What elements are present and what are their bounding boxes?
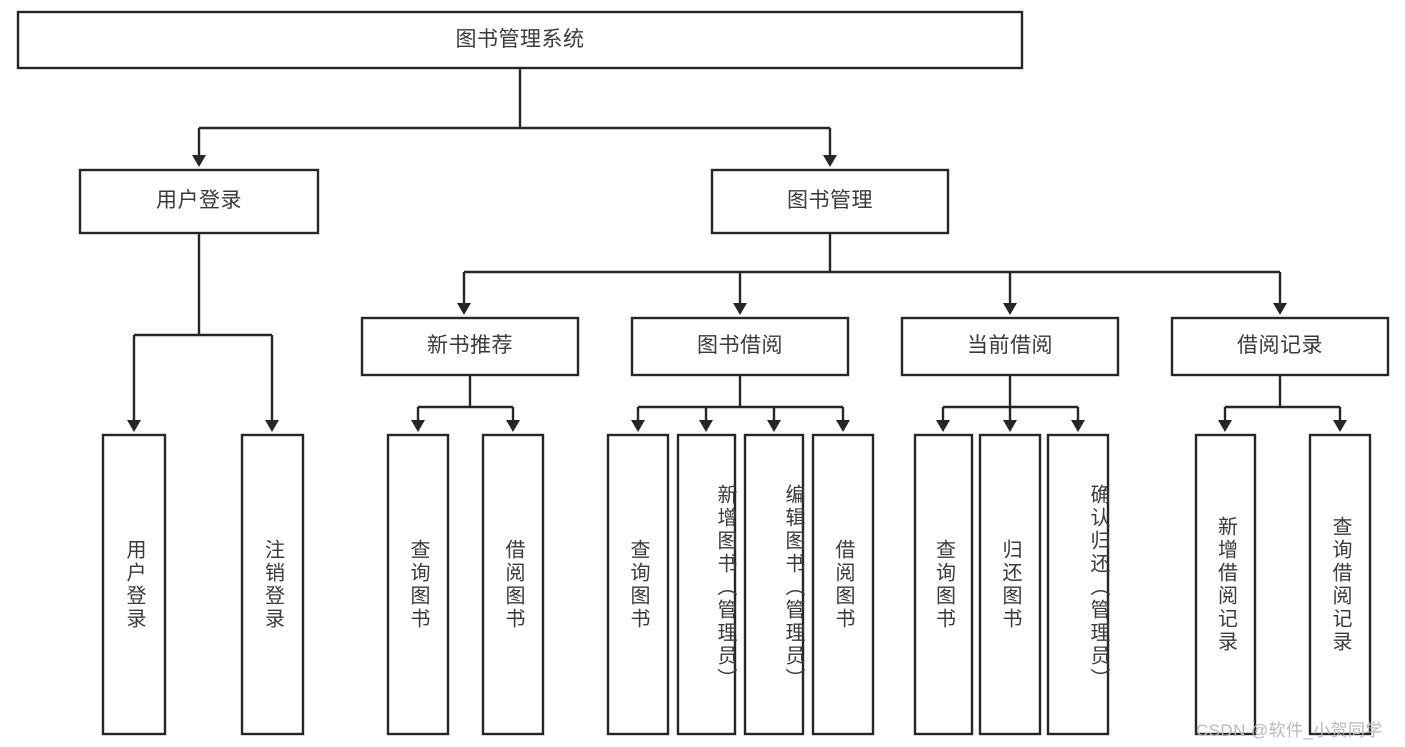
node-book-borrowing[interactable] (630, 316, 850, 377)
leaf-add-borrow-record[interactable] (1194, 433, 1257, 736)
leaf-return-books[interactable] (978, 433, 1042, 736)
node-borrowing-records[interactable] (1170, 316, 1390, 377)
leaf-query-borrow-record[interactable] (1308, 433, 1372, 736)
leaf-confirm-return-admin[interactable] (1046, 433, 1110, 736)
leaf-borrow-books[interactable] (811, 433, 875, 736)
leaf-add-book-admin[interactable] (676, 433, 737, 736)
node-root[interactable] (16, 10, 1024, 70)
csdn-watermark: CSDN @软件_小贺同学 (1196, 721, 1383, 740)
leaf-borrow-books-rec[interactable] (481, 433, 545, 736)
node-book-management[interactable] (710, 168, 950, 235)
node-user-login[interactable] (78, 168, 320, 235)
leaf-user-login[interactable] (101, 433, 167, 736)
leaf-query-books-current[interactable] (913, 433, 974, 736)
node-current-borrowing[interactable] (900, 316, 1120, 377)
leaf-logout[interactable] (240, 433, 305, 736)
leaf-query-books-rec[interactable] (386, 433, 450, 736)
leaf-edit-book-admin[interactable] (743, 433, 805, 736)
node-new-book-recommendation[interactable] (360, 316, 580, 377)
leaf-query-books-borrow[interactable] (606, 433, 670, 736)
